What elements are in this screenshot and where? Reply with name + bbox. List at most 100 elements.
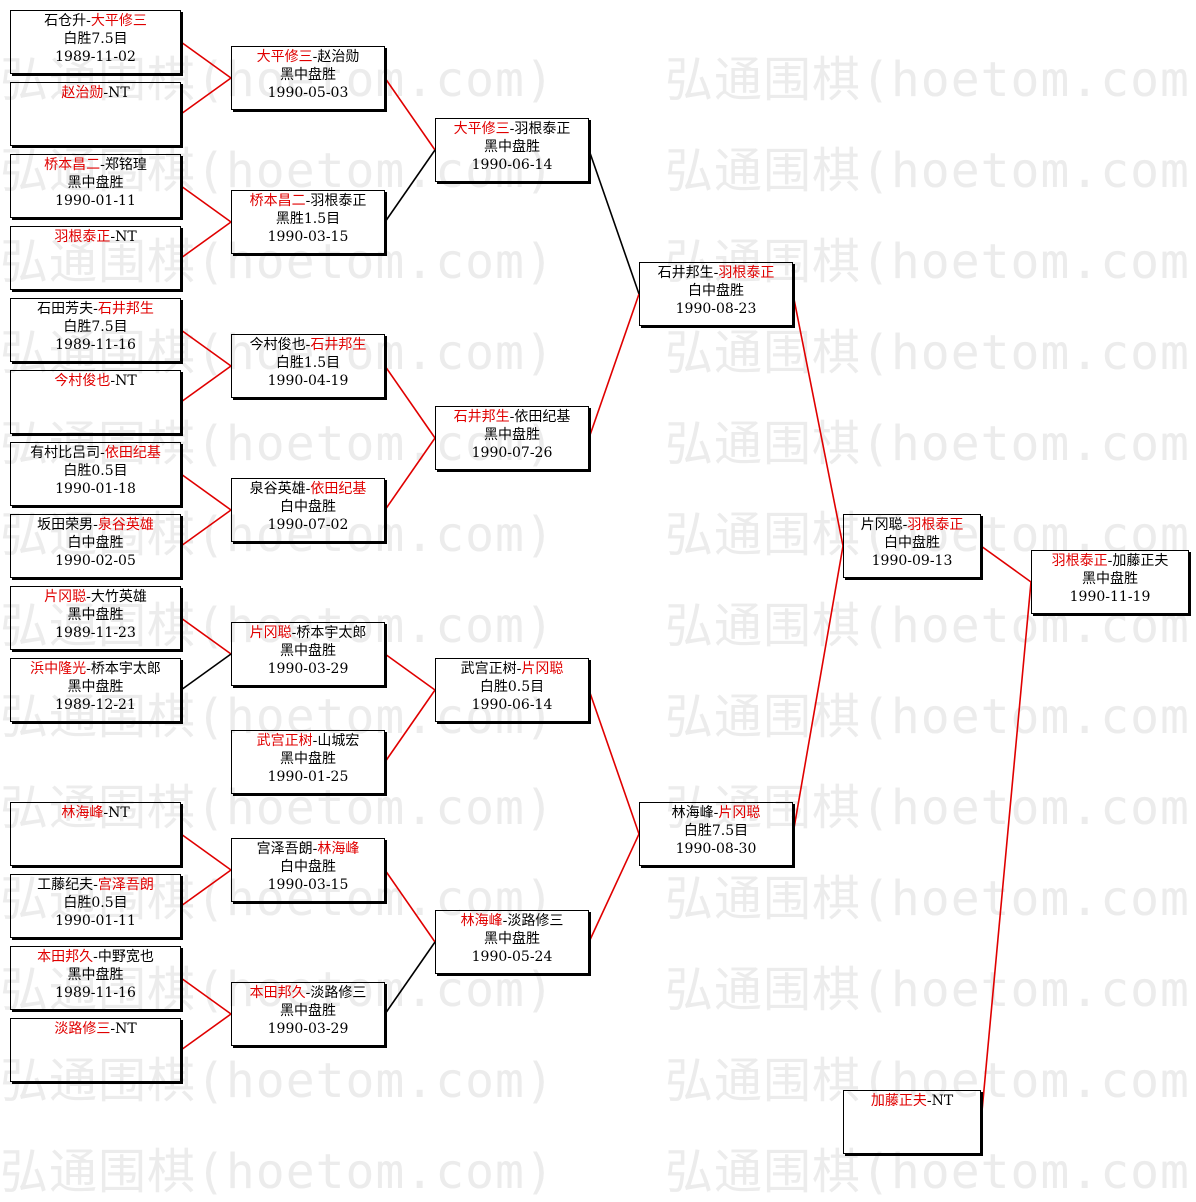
connector-line — [180, 869, 232, 907]
match-date: 1990-01-25 — [267, 769, 349, 785]
match-players: 桥本昌二-羽根泰正 — [232, 192, 384, 210]
match-date — [844, 1128, 980, 1146]
player-two-name: 淡路修三 — [507, 913, 564, 929]
match-date — [11, 840, 180, 858]
connector-line — [180, 329, 232, 367]
connector-line — [980, 581, 1032, 1123]
player-two-name: NT — [931, 1093, 954, 1109]
connector-line — [588, 149, 640, 295]
match-players: 本田邦久-中野宽也 — [11, 948, 180, 966]
match-result: 黑中盘胜 — [67, 679, 124, 695]
connector-line — [384, 869, 436, 943]
match-players: 今村俊也-石井邦生 — [232, 336, 384, 354]
vs-separator: - — [305, 193, 311, 209]
player-two-name: 淡路修三 — [310, 985, 367, 1001]
match-result: 黑中盘胜 — [280, 751, 336, 767]
match-result: 白胜7.5目 — [63, 31, 128, 47]
connector-line — [180, 653, 232, 691]
vs-separator: - — [110, 1021, 116, 1037]
vs-separator: - — [93, 877, 98, 893]
player-one-name: 石田芳夫 — [37, 301, 94, 317]
match-players: 今村俊也-NT — [11, 372, 180, 390]
connector-line — [384, 77, 436, 151]
vs-separator: - — [1107, 553, 1113, 569]
player-two-name: 宫泽吾朗 — [97, 877, 154, 893]
match-result: 黑中盘胜 — [484, 427, 540, 443]
match-players: 片冈聪-大竹英雄 — [11, 588, 180, 606]
vs-separator: - — [305, 337, 311, 353]
match-players: 石井邦生-羽根泰正 — [640, 264, 792, 282]
match-date: 1990-03-15 — [267, 877, 349, 893]
player-one-name: 浜中隆光 — [30, 661, 87, 677]
match-players: 武宫正树-山城宏 — [232, 732, 384, 750]
match-players: 羽根泰正-加藤正夫 — [1032, 552, 1188, 570]
vs-separator: - — [312, 733, 318, 749]
player-one-name: 大平修三 — [453, 121, 510, 137]
connector-line — [792, 545, 844, 835]
player-one-name: 石仓升 — [44, 13, 87, 29]
player-two-name: NT — [115, 229, 137, 245]
match-result — [11, 1038, 180, 1056]
player-one-name: 大平修三 — [256, 49, 313, 65]
connector-line — [180, 221, 232, 259]
match-result: 白胜0.5目 — [63, 895, 128, 911]
match-players: 林海峰-片冈聪 — [640, 804, 792, 822]
vs-separator: - — [110, 229, 116, 245]
player-one-name: 林海峰 — [61, 805, 104, 821]
match-date — [11, 408, 180, 426]
match-result — [11, 102, 180, 120]
player-one-name: 桥本昌二 — [44, 157, 101, 173]
vs-separator: - — [103, 85, 109, 101]
player-two-name: 羽根泰正 — [907, 517, 964, 533]
player-two-name: 石井邦生 — [97, 301, 154, 317]
match-date: 1989-11-16 — [55, 337, 136, 353]
player-one-name: 武宫正树 — [460, 661, 517, 677]
match-players: 羽根泰正-NT — [11, 228, 180, 246]
match-result: 白胜7.5目 — [683, 823, 749, 839]
match-date: 1989-11-02 — [55, 49, 136, 65]
player-two-name: 依田纪基 — [310, 481, 367, 497]
match-box: 今村俊也-NT — [10, 370, 181, 434]
match-date: 1989-11-23 — [55, 625, 136, 641]
match-date: 1989-12-21 — [55, 697, 136, 713]
match-players: 石田芳夫-石井邦生 — [11, 300, 180, 318]
player-two-name: 羽根泰正 — [514, 121, 571, 137]
match-box: 加藤正夫-NT — [843, 1090, 981, 1154]
player-one-name: 有村比吕司 — [30, 445, 101, 461]
player-one-name: 武宫正树 — [256, 733, 313, 749]
vs-separator: - — [312, 841, 318, 857]
connector-line — [384, 653, 436, 691]
vs-separator: - — [305, 481, 311, 497]
match-date: 1990-03-15 — [267, 229, 349, 245]
match-players: 坂田荣男-泉谷英雄 — [11, 516, 180, 534]
match-box: 武宫正树-山城宏黑中盘胜 1990-01-25 — [231, 730, 385, 794]
player-two-name: NT — [108, 805, 130, 821]
player-two-name: NT — [115, 373, 137, 389]
connector-line — [180, 185, 232, 223]
match-box: 赵治勋-NT — [10, 82, 181, 146]
connector-line — [180, 977, 232, 1015]
vs-separator: - — [103, 805, 109, 821]
connector-line — [180, 41, 232, 79]
player-one-name: 今村俊也 — [249, 337, 306, 353]
match-players: 加藤正夫-NT — [844, 1092, 980, 1110]
player-two-name: 中野宽也 — [97, 949, 154, 965]
player-one-name: 泉谷英雄 — [249, 481, 306, 497]
player-one-name: 石井邦生 — [657, 265, 714, 281]
match-result: 白中盘胜 — [884, 535, 940, 551]
player-one-name: 片冈聪 — [860, 517, 903, 533]
player-one-name: 本田邦久 — [249, 985, 306, 1001]
player-one-name: 桥本昌二 — [249, 193, 306, 209]
player-one-name: 林海峰 — [460, 913, 503, 929]
